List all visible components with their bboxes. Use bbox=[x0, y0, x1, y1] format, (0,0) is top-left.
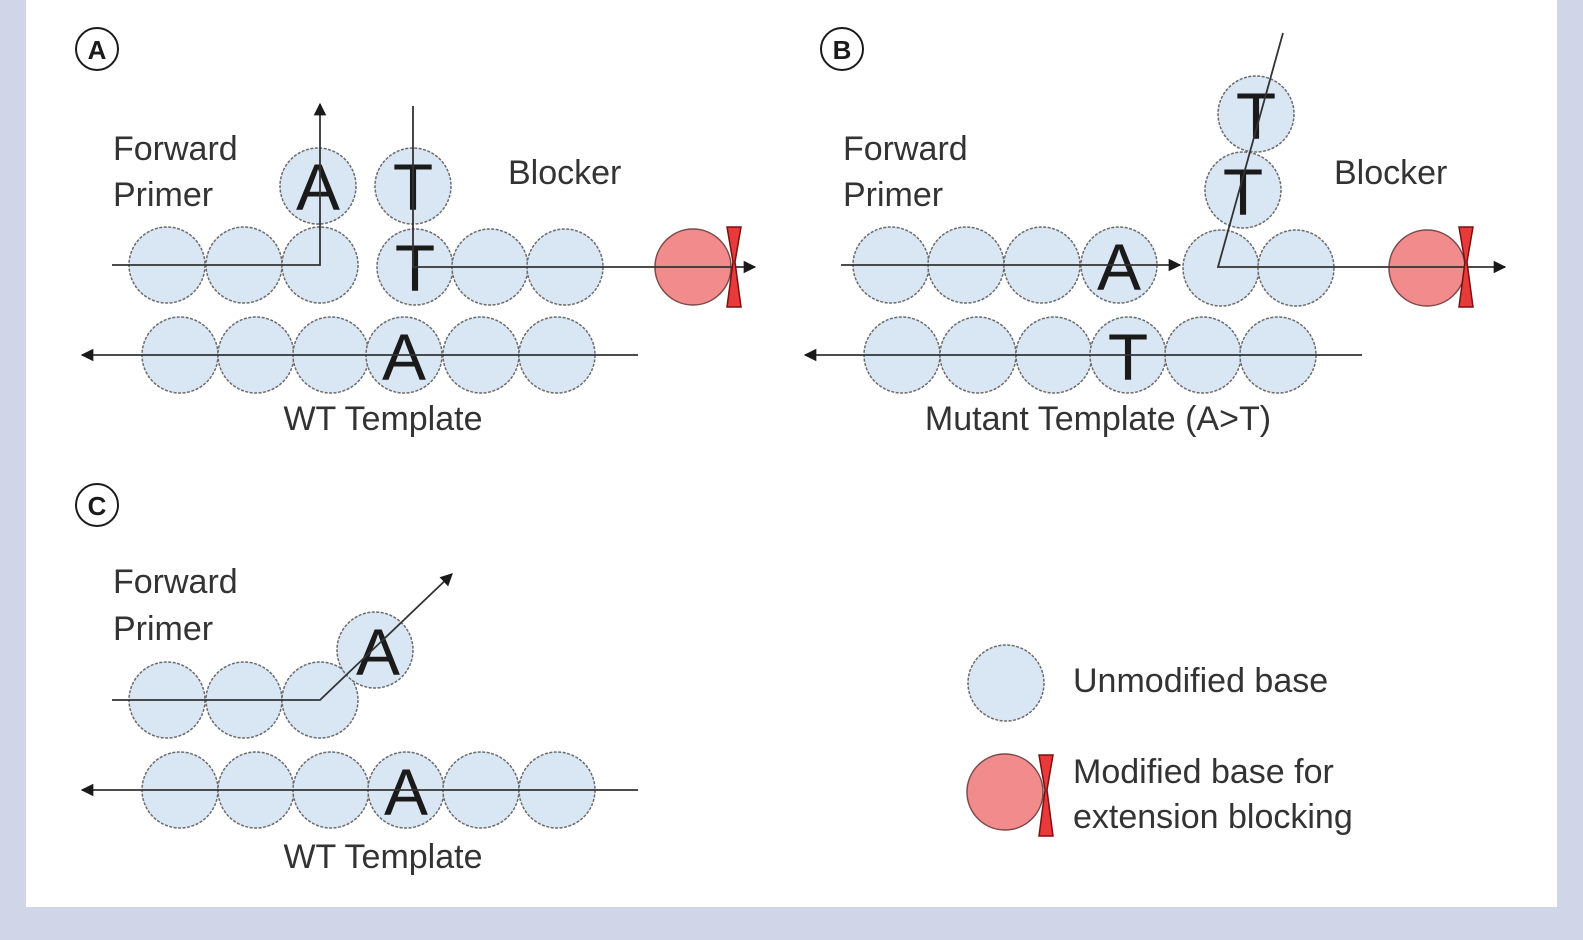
panel-b-blocker-displaced-bottom: T bbox=[1223, 155, 1263, 229]
legend-unmodified-swatch bbox=[967, 644, 1045, 722]
panel-c-primer-base: A bbox=[356, 615, 400, 689]
panel-a-blocker-arrow bbox=[412, 106, 757, 274]
panel-c-tag: C bbox=[88, 491, 107, 521]
extension-block-cap bbox=[726, 226, 742, 308]
panel-b-primer-label-2: Primer bbox=[843, 176, 943, 214]
base-mismatch bbox=[336, 611, 414, 689]
panel-a-blocker-label: Blocker bbox=[508, 154, 621, 192]
panel-c-tag-circle bbox=[75, 483, 119, 527]
figure-panel bbox=[26, 0, 1557, 907]
panel-a-primer-base: A bbox=[296, 150, 340, 224]
panel-b-template-label: Mutant Template (A>T) bbox=[925, 400, 1271, 438]
modified-base bbox=[1388, 229, 1466, 307]
panel-b-blocker-strand: T T bbox=[1182, 32, 1507, 308]
panel-a-template-strand: A bbox=[80, 316, 638, 394]
legend: Unmodified base Modified base for extens… bbox=[966, 644, 1353, 837]
base bbox=[1204, 151, 1282, 229]
panel-c-template-strand: A bbox=[80, 751, 638, 829]
panel-c-primer-strand: A bbox=[112, 573, 453, 739]
panel-b-primer-base: A bbox=[1097, 230, 1141, 304]
panel-b-primer-label-1: Forward bbox=[843, 130, 968, 168]
panel-c-primer-label-1: Forward bbox=[113, 563, 238, 601]
panel-b-blocker-label: Blocker bbox=[1334, 154, 1447, 192]
legend-block-cap-icon bbox=[1038, 754, 1054, 837]
panel-b: B Forward Primer Blocker A T T bbox=[803, 27, 1507, 438]
panel-a-primer-label-1: Forward bbox=[113, 130, 238, 168]
legend-modified-swatch bbox=[966, 753, 1044, 831]
panel-b-template-strand: T bbox=[803, 316, 1362, 394]
panel-b-blocker-displaced-top: T bbox=[1236, 79, 1276, 153]
panel-a-template-label: WT Template bbox=[283, 400, 482, 438]
panel-b-template-base: T bbox=[1108, 320, 1148, 394]
panel-a: A Forward Primer Blocker A T T bbox=[75, 27, 757, 438]
panel-a-tag-circle bbox=[75, 27, 119, 71]
base-primer-extension bbox=[279, 147, 357, 225]
panel-c-template-label: WT Template bbox=[283, 838, 482, 876]
legend-unmodified-label: Unmodified base bbox=[1073, 662, 1328, 700]
panel-a-primer-arrow bbox=[112, 102, 327, 266]
panel-b-tag-circle bbox=[820, 27, 864, 71]
base bbox=[1257, 229, 1335, 307]
panel-c: C Forward Primer A A WT Template bbox=[75, 483, 638, 876]
panel-a-blocker-bottom-base: T bbox=[395, 231, 435, 305]
extension-block-cap bbox=[1458, 226, 1474, 308]
panel-b-primer-strand: A bbox=[841, 226, 1182, 304]
panel-c-template-base: A bbox=[384, 755, 428, 829]
panel-a-tag: A bbox=[88, 35, 107, 65]
panel-c-primer-arrow bbox=[112, 573, 453, 701]
panel-b-blocker-arrow bbox=[1216, 32, 1507, 274]
panel-a-primer-strand: A bbox=[112, 102, 359, 304]
panel-c-primer-label-2: Primer bbox=[113, 610, 213, 648]
base bbox=[1182, 229, 1260, 307]
panel-a-blocker-strand: T T bbox=[374, 106, 757, 308]
panel-a-primer-label-2: Primer bbox=[113, 176, 213, 214]
legend-modified-label-1: Modified base for bbox=[1073, 753, 1334, 791]
panel-b-tag: B bbox=[833, 35, 852, 65]
base bbox=[1217, 75, 1295, 153]
legend-modified-label-2: extension blocking bbox=[1073, 798, 1353, 836]
panel-a-template-base: A bbox=[382, 320, 426, 394]
